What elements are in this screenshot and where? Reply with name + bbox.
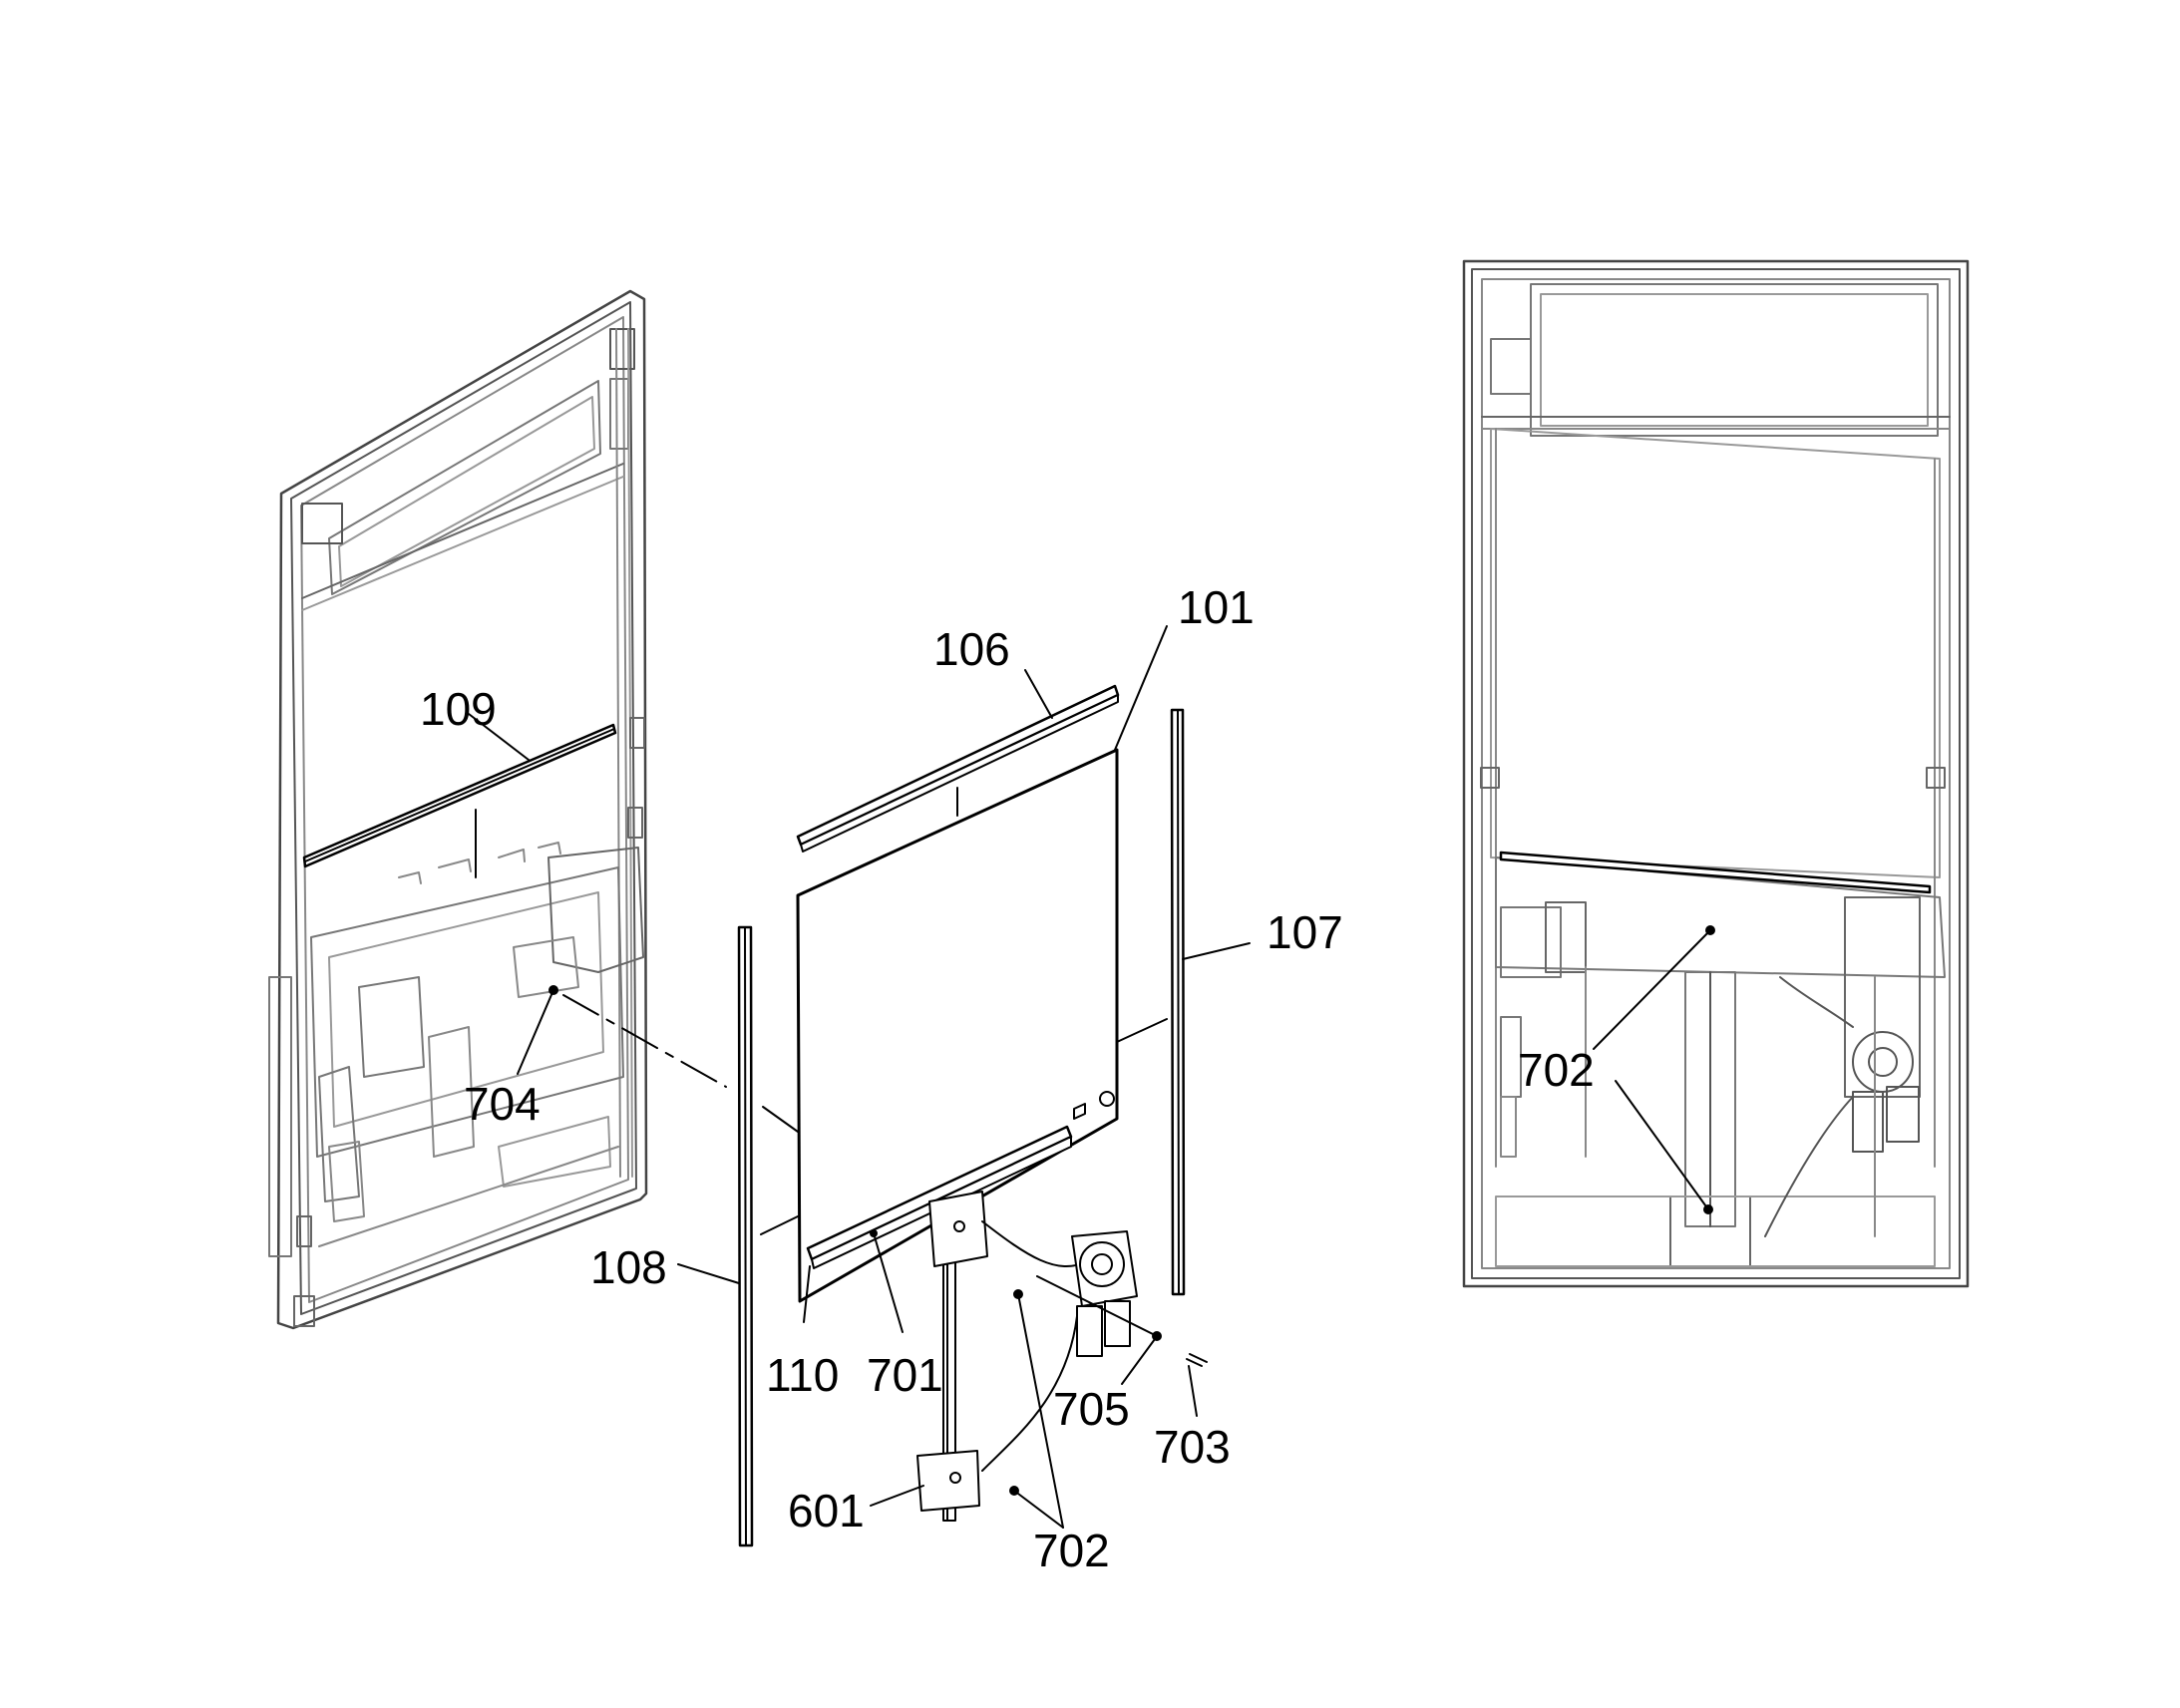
callout-704: 704 [464,1078,541,1130]
callout-108: 108 [590,1241,667,1293]
callout-106: 106 [933,623,1010,675]
callout-109: 109 [420,683,497,735]
right-door-assembly [1462,259,1970,1288]
callout-703: 703 [1154,1421,1231,1473]
right-door-strip [1499,851,1932,894]
part-109-strip [302,723,617,868]
part-107-right-run-channel [1170,708,1186,1296]
part-601-window-regulator [916,1191,1138,1522]
callout-601: 601 [788,1485,865,1537]
left-door-assembly [268,289,648,1330]
callout-110: 110 [766,1349,840,1401]
leader-lines [468,625,1711,1529]
callout-702-center: 702 [1033,1525,1110,1576]
callout-701: 701 [867,1349,943,1401]
callout-702-right-door: 702 [1518,1044,1595,1096]
callout-107: 107 [1267,906,1343,958]
part-108-left-run-channel [737,925,754,1547]
callout-705: 705 [1053,1383,1130,1435]
part-106-top-channel [796,684,1120,853]
callout-101: 101 [1178,581,1255,633]
